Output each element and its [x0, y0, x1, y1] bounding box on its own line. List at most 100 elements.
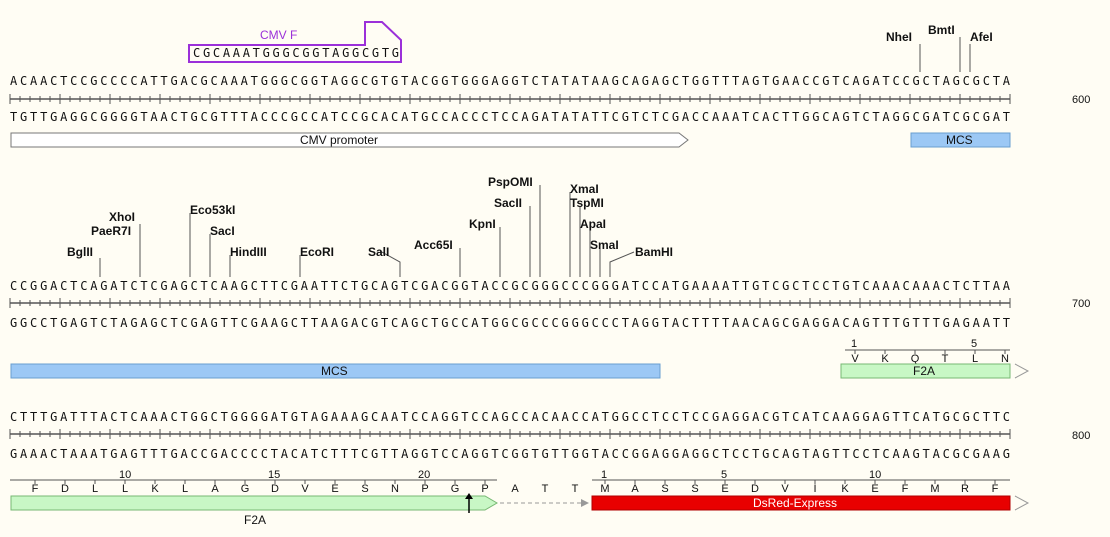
top-strand: CTTTGATTTACTCAAACTGGCTGGGGATGTAGAAAGCAAT…: [10, 410, 1010, 424]
amino-acid: E: [721, 483, 728, 495]
enzyme-bamhi[interactable]: BamHI: [635, 245, 673, 259]
row-3: CTTTGATTTACTCAAACTGGCTGGGGATGTAGAAAGCAAT…: [9, 410, 1090, 527]
enzyme-xhoi[interactable]: XhoI: [109, 210, 135, 224]
amino-acid: M: [930, 483, 939, 495]
aa-position-number: 1: [851, 338, 857, 350]
mcs-label: MCS: [946, 133, 973, 147]
enzyme-smai[interactable]: SmaI: [590, 238, 619, 252]
aa-position-number: 20: [418, 469, 430, 481]
aa-position-number: 10: [869, 469, 881, 481]
dsred-express-feature[interactable]: [591, 495, 1011, 511]
enzyme-afei[interactable]: AfeI: [970, 30, 993, 44]
amino-acid: A: [211, 483, 219, 495]
mcs-label: MCS: [321, 364, 348, 378]
amino-acid: L: [122, 483, 128, 495]
feature-continues-arrow: [1014, 363, 1030, 379]
amino-acid: E: [331, 483, 338, 495]
enzyme-saci[interactable]: SacI: [210, 224, 235, 238]
amino-acid: D: [751, 483, 759, 495]
amino-acid: D: [61, 483, 69, 495]
f2a-label: F2A: [244, 513, 266, 527]
top-strand: ACAACTCCGCCCCATTGACGCAAATGGGCGGTAGGCGTGT…: [10, 74, 1011, 88]
amino-acid: F: [902, 483, 909, 495]
enzyme-kpni[interactable]: KpnI: [469, 217, 496, 231]
bottom-strand: TGTTGAGGCGGGGTAACTGCGTTTACCCGCCATCCGCACA…: [10, 110, 1010, 124]
amino-acid: G: [451, 483, 460, 495]
amino-acid: S: [661, 483, 668, 495]
top-strand: CCGGACTCAGATCTCGAGCTCAAGCTTCGAATTCTGCAGT…: [10, 279, 1011, 293]
aa-position-number: 1: [601, 469, 607, 481]
amino-acid: E: [871, 483, 878, 495]
amino-acid: N: [1001, 353, 1009, 365]
enzyme-ecori[interactable]: EcoRI: [300, 245, 334, 259]
primer-arrow[interactable]: [188, 21, 402, 63]
amino-acid: L: [92, 483, 98, 495]
amino-acid: A: [631, 483, 639, 495]
position-number: 800: [1072, 430, 1090, 442]
ruler: [9, 94, 1011, 104]
position-number: 600: [1072, 94, 1090, 106]
amino-acid: M: [600, 483, 609, 495]
enzyme-tspmi[interactable]: TspMI: [570, 196, 604, 210]
amino-acid: V: [851, 353, 859, 365]
amino-acid: K: [841, 483, 849, 495]
amino-acid: V: [781, 483, 789, 495]
enzyme-nhei[interactable]: NheI: [886, 30, 912, 44]
amino-acid: F: [32, 483, 39, 495]
amino-acid: L: [182, 483, 188, 495]
amino-acid: Q: [911, 353, 920, 365]
position-number: 700: [1072, 298, 1090, 310]
amino-acid: S: [361, 483, 368, 495]
mcs-feature[interactable]: [910, 132, 1011, 148]
amino-acid: D: [271, 483, 279, 495]
dsred-express-label: DsRed-Express: [753, 496, 837, 510]
enzyme-bmti[interactable]: BmtI: [928, 23, 955, 37]
aa-position-number: 15: [268, 469, 280, 481]
enzyme-sacii[interactable]: SacII: [494, 196, 522, 210]
amino-acid: R: [961, 483, 969, 495]
amino-acid: I: [813, 483, 816, 495]
f2a-label: F2A: [913, 364, 935, 378]
bamhi-site-line: [609, 251, 635, 277]
enzyme-hindiii[interactable]: HindIII: [230, 245, 267, 259]
amino-acid: K: [881, 353, 889, 365]
feature-continues-arrow: [1014, 495, 1030, 511]
f2a-feature[interactable]: [840, 363, 1011, 379]
bottom-strand: GGCCTGAGTCTAGAGCTCGAGTTCGAAGCTTAAGACGTCA…: [10, 316, 1010, 330]
enzyme-xmai[interactable]: XmaI: [570, 182, 599, 196]
amino-acid: T: [542, 483, 549, 495]
enzyme-bglii[interactable]: BglII: [67, 245, 93, 259]
enzyme-pspomi[interactable]: PspOMI: [488, 175, 533, 189]
mcs-feature[interactable]: [10, 363, 661, 379]
enzyme-apai[interactable]: ApaI: [580, 217, 606, 231]
amino-acid: P: [421, 483, 428, 495]
primer-label[interactable]: CMV F: [260, 28, 297, 42]
sali-site-line: [379, 250, 401, 277]
cmv-promoter-label: CMV promoter: [300, 133, 378, 147]
amino-acid: A: [511, 483, 519, 495]
enzyme-eco53ki[interactable]: Eco53kI: [190, 203, 235, 217]
enzyme-acc65i[interactable]: Acc65I: [414, 238, 453, 252]
amino-acid: F: [992, 483, 999, 495]
ruler: [9, 298, 1011, 308]
ruler: [9, 429, 1011, 439]
enzyme-paer7i[interactable]: PaeR7I: [91, 224, 131, 238]
aa-position-number: 5: [971, 338, 977, 350]
cmv-promoter-feature[interactable]: [10, 132, 689, 148]
aa-position-number: 10: [119, 469, 131, 481]
amino-acid: P: [481, 483, 488, 495]
amino-acid: T: [572, 483, 579, 495]
amino-acid: S: [691, 483, 698, 495]
amino-acid: T: [942, 353, 949, 365]
amino-acid: N: [391, 483, 399, 495]
aa-position-number: 5: [721, 469, 727, 481]
amino-acid: L: [972, 353, 978, 365]
f2a-feature[interactable]: [10, 495, 498, 511]
row-2: BglII XhoI PaeR7I Eco53kI SacI HindIII E…: [9, 175, 1090, 379]
amino-acid: V: [301, 483, 309, 495]
enzyme-sali[interactable]: SalI: [368, 245, 389, 259]
bottom-strand: GAAACTAAATGAGTTTGACCGACCCCTACATCTTTCGTTA…: [10, 447, 1010, 461]
amino-acid: K: [151, 483, 159, 495]
